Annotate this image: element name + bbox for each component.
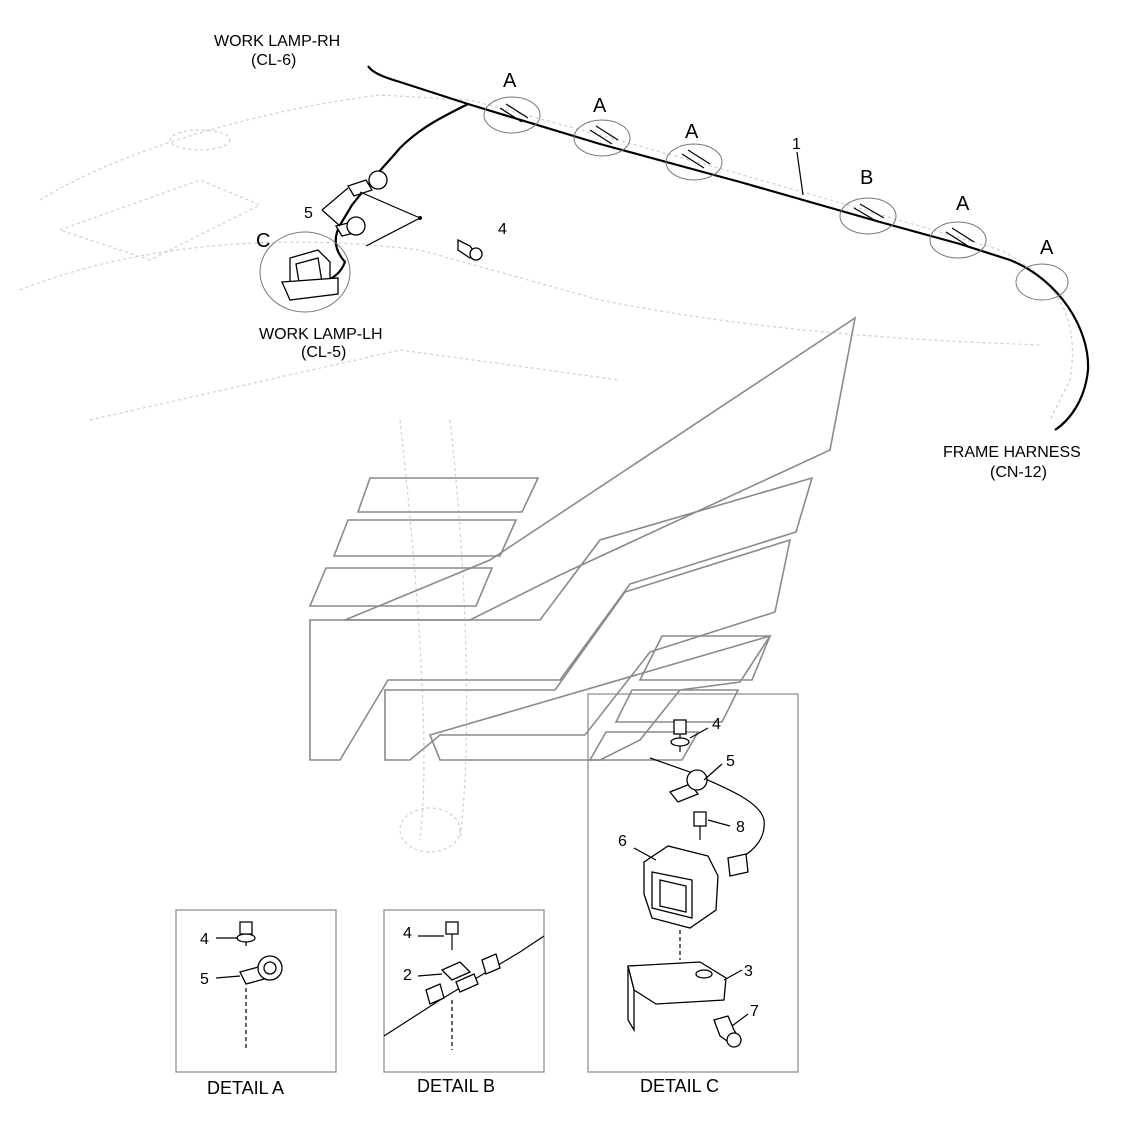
detail-b-caption: DETAIL B [417,1076,495,1096]
item-1-callout: 1 [792,136,801,153]
item-4-callout: 4 [498,221,507,238]
clip-letter: A [503,70,517,92]
clip-letter: B [860,167,873,189]
clip-letter: A [593,95,607,117]
detail-b-callout-2: 2 [403,967,412,984]
work-lamp-rh-code: (CL-6) [251,52,296,69]
chevron-logo [308,316,857,761]
frame-harness-label: FRAME HARNESS [943,444,1081,461]
clip-marker-letters: A A A B A A [503,70,1054,259]
detail-c-marker: C [256,230,270,252]
detail-b-callout-4: 4 [403,925,412,942]
main-harness [321,65,1090,431]
detail-a-callout-4: 4 [200,931,209,948]
detail-c-callout-3: 3 [744,963,753,980]
frame-harness-code: (CN-12) [990,464,1047,481]
work-lamp-lh-label: WORK LAMP-LH [259,326,383,343]
detail-c-callout-8: 8 [736,819,745,836]
detail-c-callout-6: 6 [618,833,627,850]
detail-c-panel: 4 5 8 6 3 7 [587,693,799,1073]
detail-c-callout-4: 4 [712,716,721,733]
machine-ghost-outline [19,94,1074,853]
detail-c-callout-5: 5 [726,753,735,770]
work-lamp-lh-code: (CL-5) [301,344,346,361]
clip-letter: A [1040,237,1054,259]
work-lamp-lh-assembly [259,170,483,313]
work-lamp-rh-label: WORK LAMP-RH [214,33,340,50]
clip-letter: A [685,121,699,143]
clip-markers [483,96,1069,301]
detail-c-caption: DETAIL C [640,1076,719,1096]
detail-a-callout-5: 5 [200,971,209,988]
detail-c-callout-7: 7 [750,1003,759,1020]
item-5-callout: 5 [304,205,313,222]
clip-letter: A [956,193,970,215]
detail-b-panel: 4 2 [383,909,545,1073]
detail-a-caption: DETAIL A [207,1078,284,1098]
detail-a-panel: 4 5 [175,909,337,1073]
